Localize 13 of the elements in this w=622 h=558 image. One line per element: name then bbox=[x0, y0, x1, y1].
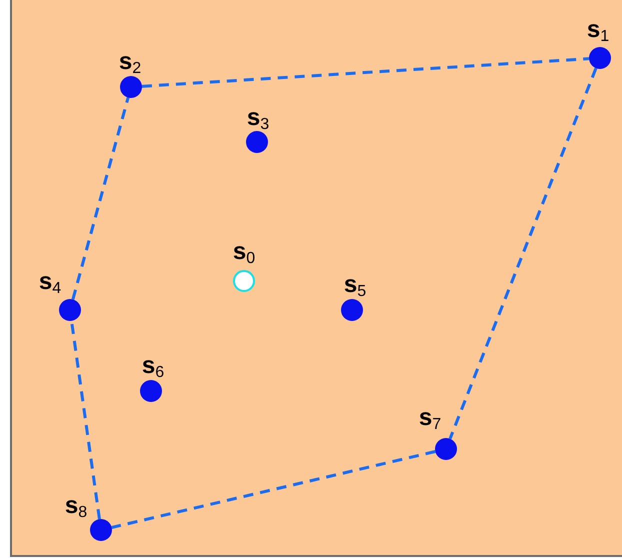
point-label: s$_{8}$ bbox=[64, 494, 88, 518]
point-label: s$_{1}$ bbox=[586, 18, 610, 42]
dashed-line bbox=[448, 68, 598, 440]
point-label: s$_{7}$ bbox=[418, 406, 442, 430]
point-label: s$_{0}$ bbox=[232, 240, 256, 264]
point-label: s$_{4}$ bbox=[38, 270, 62, 294]
point-label: s$_{3}$ bbox=[246, 106, 270, 130]
dashed-line bbox=[111, 450, 436, 529]
point-label: s$_{5}$ bbox=[344, 273, 366, 297]
point-label: s$_{6}$ bbox=[142, 354, 164, 378]
dashed-line bbox=[71, 97, 130, 300]
dashed-line bbox=[142, 57, 590, 88]
point-label: s$_{2}$ bbox=[118, 50, 142, 74]
